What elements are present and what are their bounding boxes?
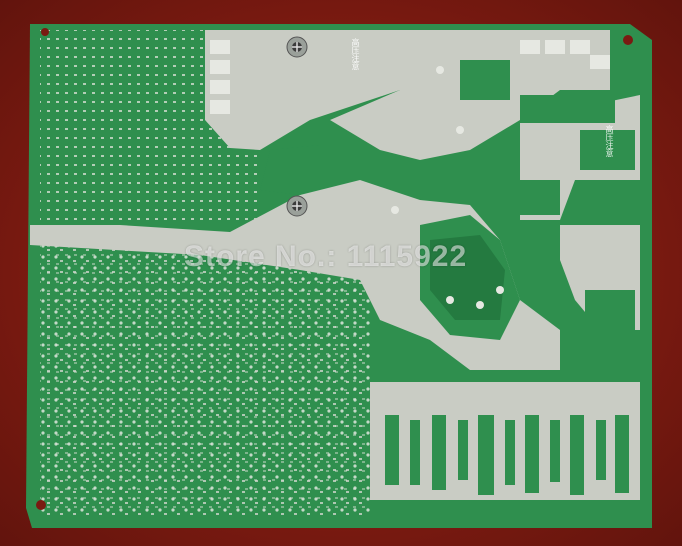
- mounting-hole: [41, 28, 49, 36]
- screw-middle: [286, 195, 308, 217]
- silkscreen-warning-label: 高压注意: [605, 125, 614, 157]
- circuit-board: [26, 24, 652, 528]
- store-watermark: Store No.: 1115922: [184, 240, 468, 273]
- screw-top: [286, 36, 308, 58]
- mounting-hole: [36, 500, 46, 510]
- silkscreen-warning-label: 高压注意: [351, 38, 360, 70]
- mounting-hole: [623, 35, 633, 45]
